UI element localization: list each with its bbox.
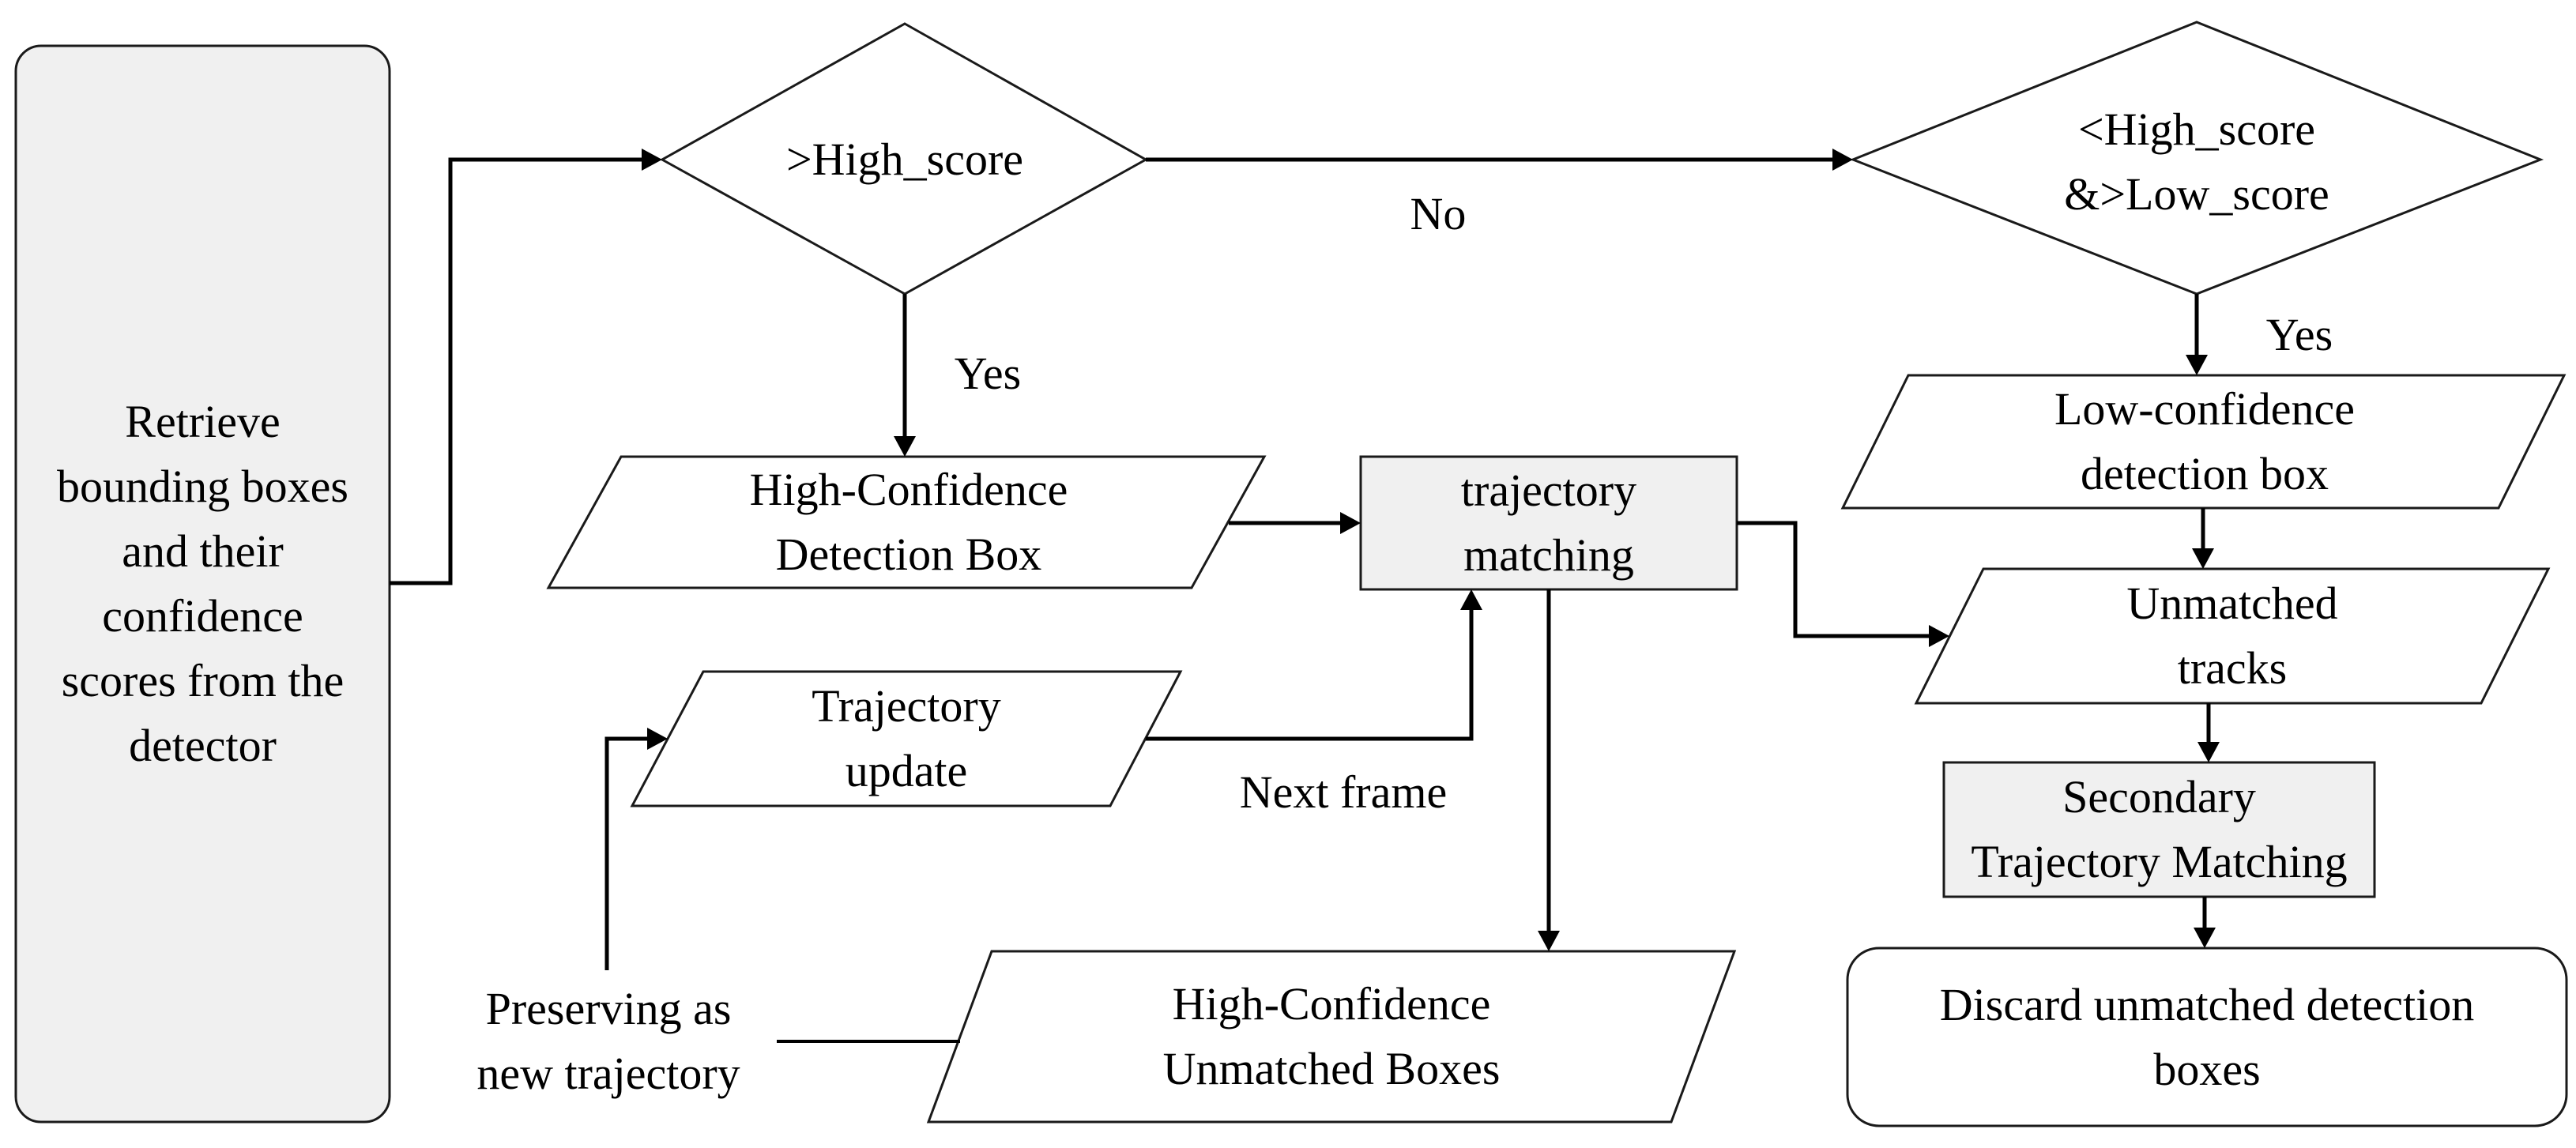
edge-label-yes-right: Yes xyxy=(2265,309,2333,360)
edge-label-no: No xyxy=(1410,188,1467,239)
high-conf-unmatched-parallelogram xyxy=(926,950,1737,1124)
arrowhead xyxy=(894,436,916,457)
arrowhead xyxy=(1460,589,1482,610)
secondary-matching-box xyxy=(1942,761,2376,898)
arrowhead xyxy=(2198,742,2220,762)
mid-score-label: <High_score &>Low_score xyxy=(2064,104,2329,220)
arrowhead xyxy=(642,149,662,171)
arrowhead xyxy=(2194,928,2216,948)
edge-matching-to-tracks xyxy=(1737,521,1931,638)
arrowhead xyxy=(1832,149,1853,171)
unmatched-tracks-parallelogram xyxy=(1914,567,2551,705)
discard-box xyxy=(1846,947,2568,1127)
trajectory-matching-label: trajectory matching xyxy=(1460,465,1637,581)
arrowhead xyxy=(1929,625,1949,647)
secondary-matching-label: Secondary Trajectory Matching xyxy=(1971,771,2348,887)
retrieve-label: Retrieve bounding boxes and their confid… xyxy=(57,396,348,771)
arrowhead xyxy=(647,728,668,750)
arrowhead xyxy=(2192,548,2214,569)
low-conf-box-parallelogram xyxy=(1840,374,2567,510)
preserving-label: Preserving as new trajectory xyxy=(476,983,740,1099)
low-conf-box-label: Low-confidence detection box xyxy=(2054,383,2356,499)
edge-label-next-frame: Next frame xyxy=(1239,766,1448,818)
edge-update-to-matching xyxy=(1146,608,1474,741)
discard-label: Discard unmatched detection boxes xyxy=(1939,978,2475,1095)
edge-preserving-to-update xyxy=(604,736,650,970)
arrowhead xyxy=(1538,931,1560,951)
high-conf-box-label: High-Confidence Detection Box xyxy=(749,464,1068,580)
trajectory-update-label: Trajectory update xyxy=(812,680,1001,796)
unmatched-tracks-label: Unmatched tracks xyxy=(2126,578,2338,694)
trajectory-update-parallelogram xyxy=(630,670,1183,807)
high-conf-box-parallelogram xyxy=(546,455,1267,589)
high-conf-unmatched-label: High-Confidence Unmatched Boxes xyxy=(1162,978,1501,1094)
arrowhead xyxy=(1340,512,1361,534)
high-score-label: >High_score xyxy=(785,134,1024,185)
edge-retrieve-to-high-score xyxy=(390,157,644,585)
arrowhead xyxy=(2186,355,2208,375)
edge-label-yes-left: Yes xyxy=(954,348,1022,399)
